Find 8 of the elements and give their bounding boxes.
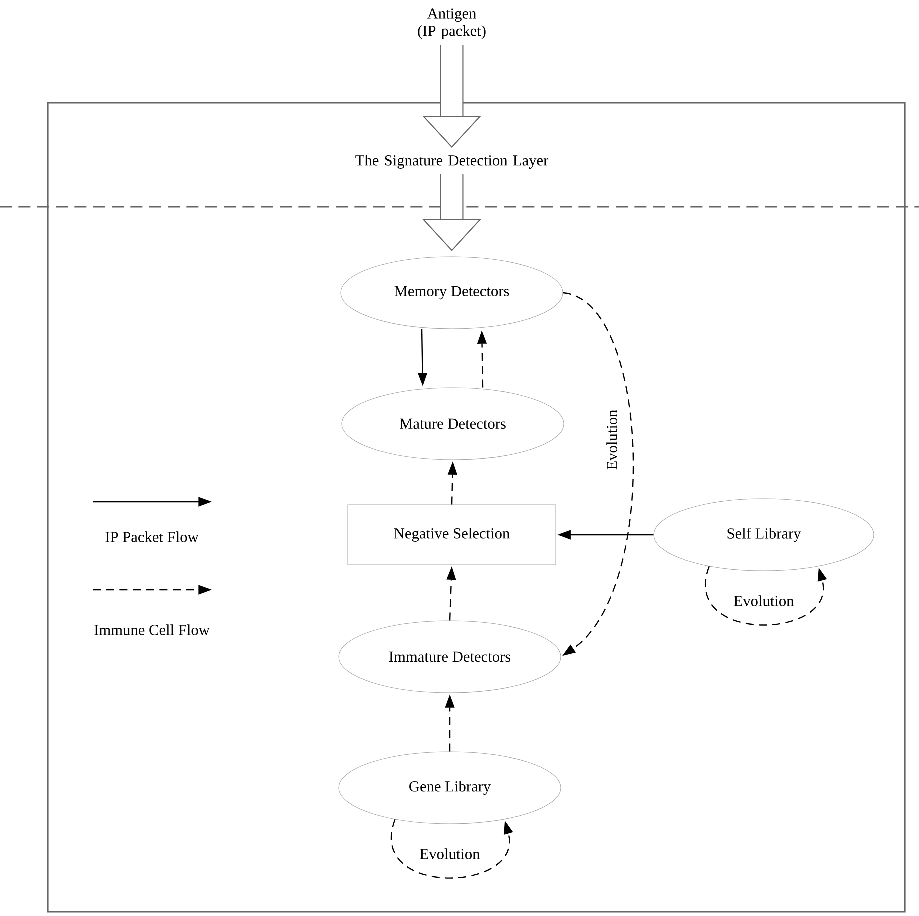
legend-label: IP Packet Flow	[106, 532, 199, 542]
legend-label: Immune Cell Flow	[94, 624, 210, 636]
process-box: Negative Selection	[348, 504, 556, 566]
edge-label: Evolution	[605, 408, 619, 472]
edge-label: Evolution	[732, 594, 796, 608]
caption-text: The Signature Detection Layer	[356, 155, 549, 169]
caption-text: Antigen (IP packet)	[418, 8, 486, 40]
edge-label: Evolution	[418, 847, 482, 861]
